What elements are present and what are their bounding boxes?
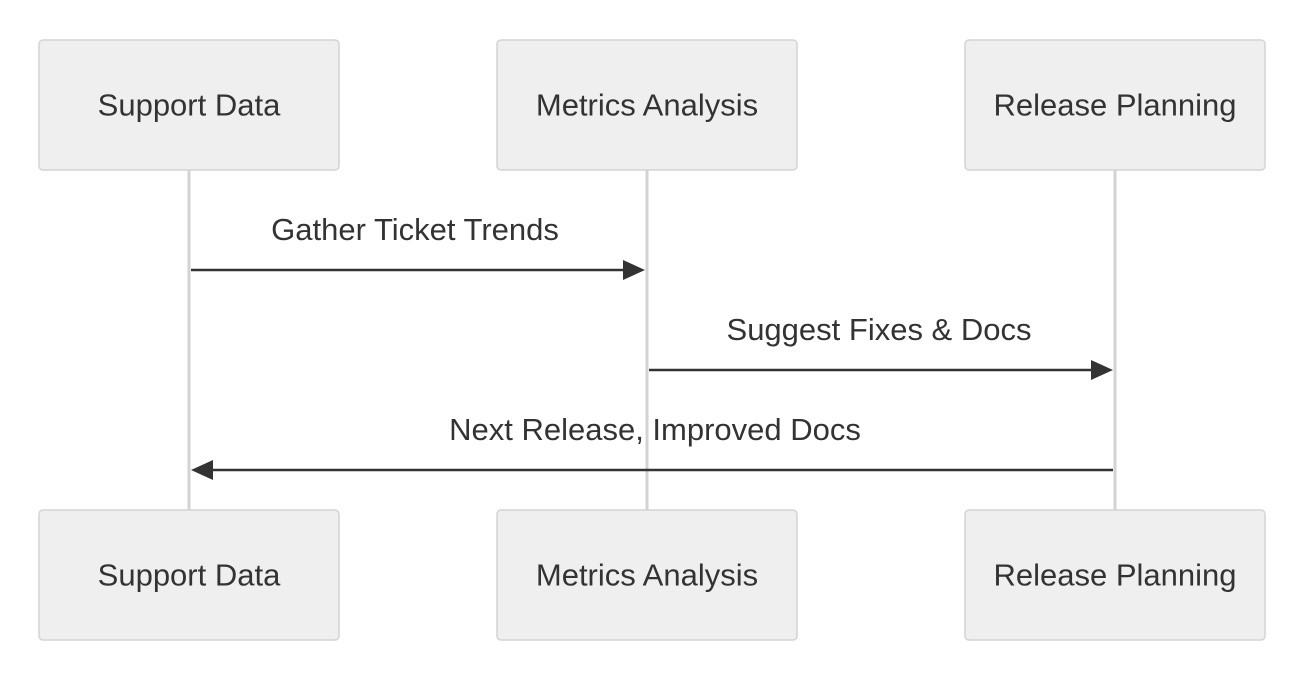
participant-label: Metrics Analysis [536, 558, 758, 593]
participant-release-top: Release Planning [964, 39, 1266, 171]
message-next-release-improved-docs: Next Release, Improved Docs [191, 412, 1113, 480]
participant-metrics-bottom: Metrics Analysis [496, 509, 798, 641]
participant-label: Metrics Analysis [536, 88, 758, 123]
message-label: Gather Ticket Trends [271, 212, 559, 247]
arrowhead-right [623, 260, 645, 280]
message-gather-ticket-trends: Gather Ticket Trends [191, 212, 645, 280]
participant-label: Release Planning [993, 88, 1236, 123]
message-label: Suggest Fixes & Docs [727, 312, 1032, 347]
participant-support-top: Support Data [38, 39, 340, 171]
participant-label: Support Data [98, 88, 281, 123]
participant-metrics-top: Metrics Analysis [496, 39, 798, 171]
participant-label: Support Data [98, 558, 281, 593]
arrowhead-left [191, 460, 213, 480]
message-label: Next Release, Improved Docs [449, 412, 861, 447]
message-suggest-fixes-docs: Suggest Fixes & Docs [649, 312, 1113, 380]
arrowhead-right [1091, 360, 1113, 380]
participant-release-bottom: Release Planning [964, 509, 1266, 641]
participant-support-bottom: Support Data [38, 509, 340, 641]
participant-label: Release Planning [993, 558, 1236, 593]
